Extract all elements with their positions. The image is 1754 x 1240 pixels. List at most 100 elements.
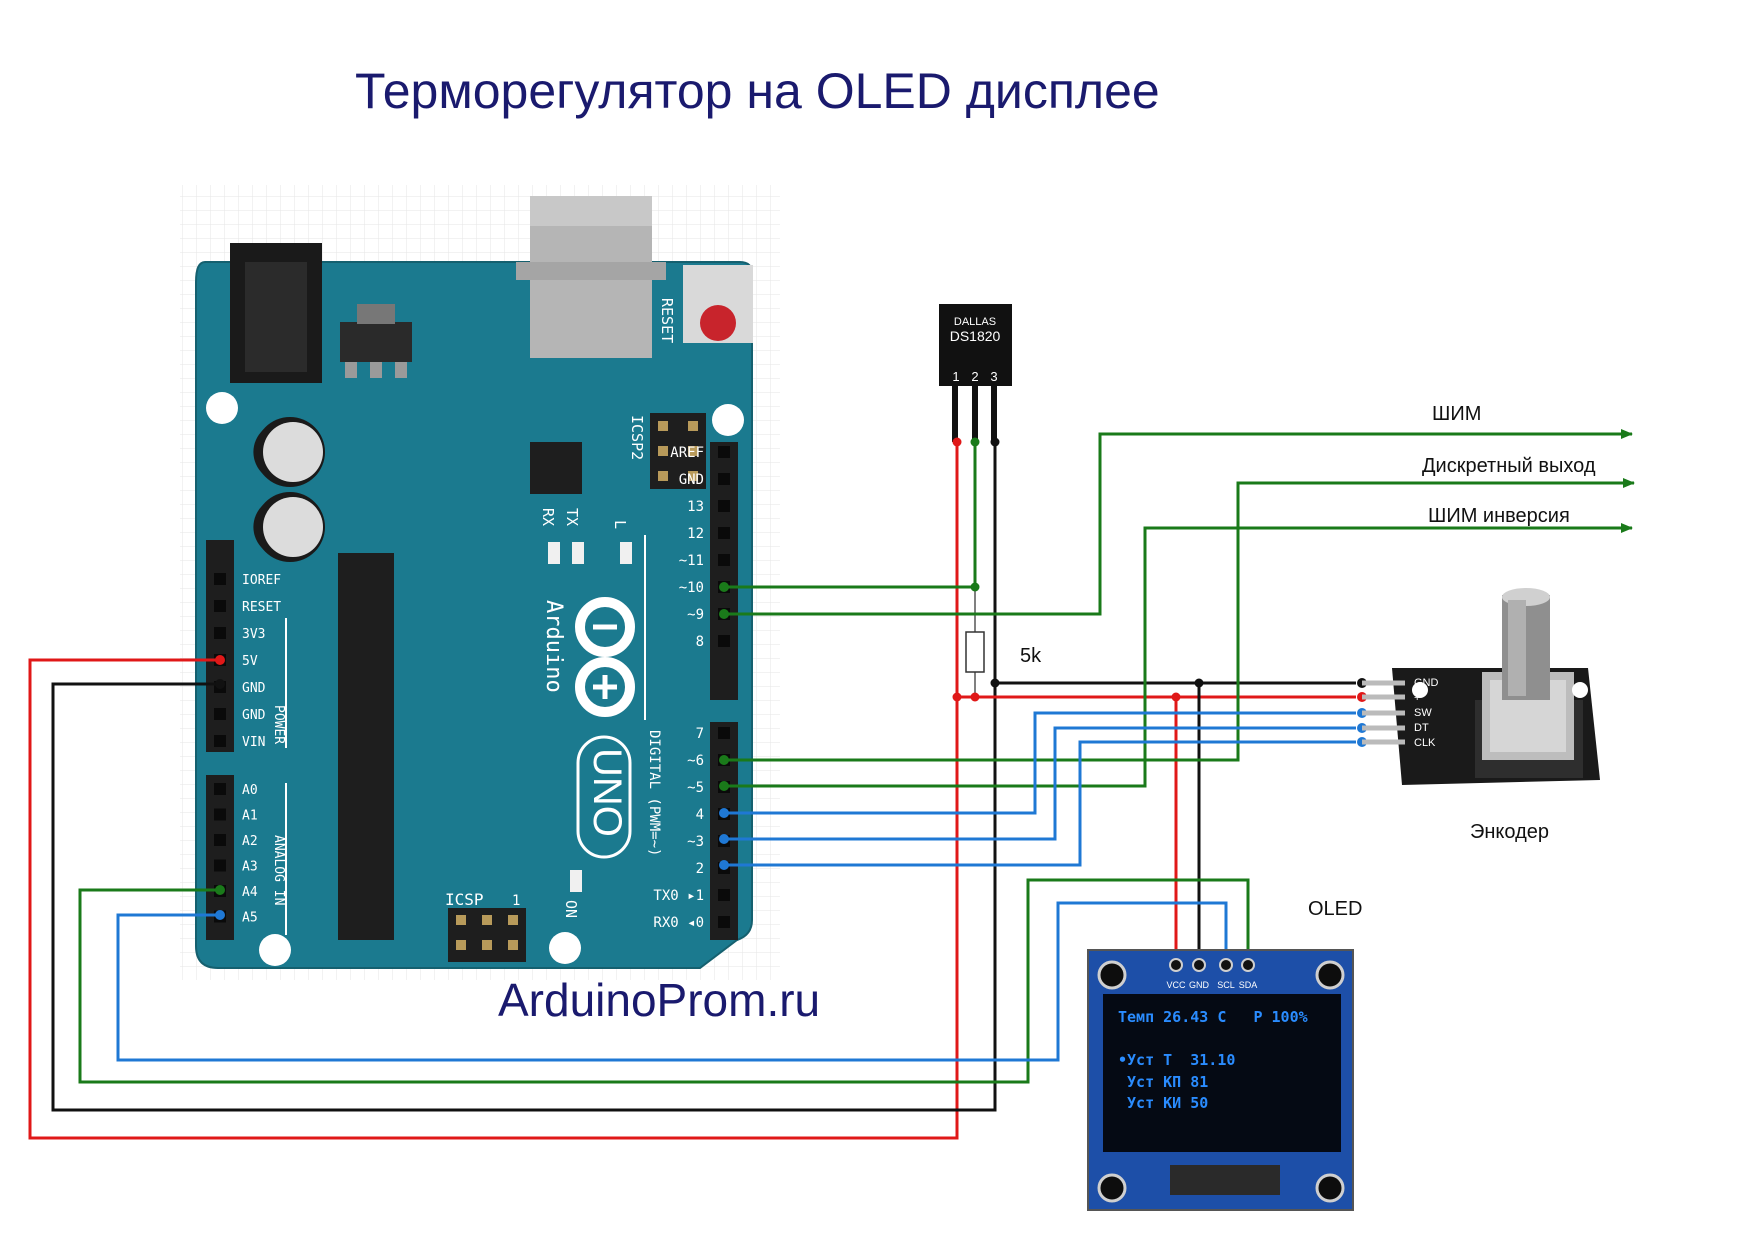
- wire-discrete-output: [724, 478, 1635, 762]
- pwm-output-label: ШИМ: [1432, 403, 1481, 425]
- header-pin: [214, 859, 226, 872]
- digital-pin-label: ~9: [687, 607, 704, 623]
- wire-encoder-dt: [724, 726, 1356, 841]
- header-pin: [718, 916, 730, 928]
- analog-pin-label: A5: [242, 911, 258, 926]
- digital-pin-label: 8: [696, 634, 704, 650]
- power-header: [206, 540, 234, 752]
- header-pin: [214, 627, 226, 639]
- sensor-pin: [991, 386, 997, 442]
- site-footer: ArduinoProm.ru: [498, 974, 820, 1026]
- digital-pin-label: AREF: [670, 445, 704, 461]
- header-pin: [718, 554, 730, 566]
- tx-label: TX: [563, 508, 581, 526]
- sensor-pin: [972, 386, 978, 442]
- analog-pin-label: A1: [242, 809, 258, 824]
- oled-screen-line: Уст КП 81: [1118, 1073, 1208, 1091]
- digital-pin-label: GND: [679, 472, 704, 488]
- analog-pin-label: A2: [242, 834, 258, 849]
- digital-pin-label: ~11: [679, 553, 704, 569]
- resistor-label: 5k: [1020, 645, 1042, 667]
- uno-badge: [576, 735, 632, 859]
- uno-label: UNO: [585, 748, 629, 837]
- reset-label: RESET: [658, 298, 676, 343]
- analog-section-label: ANALOG IN: [271, 835, 286, 905]
- digital-pin-label: ~10: [679, 580, 704, 596]
- header-pin: [214, 708, 226, 720]
- oled-pin: [1241, 958, 1255, 972]
- voltage-regulator: [340, 322, 412, 362]
- digital-pin-label: RX0 ◂0: [653, 915, 704, 931]
- header-pin: [718, 727, 730, 739]
- wire-oled-sda: [78, 878, 1250, 1084]
- digital-pin-label: 12: [687, 526, 704, 542]
- power-pin-label: VIN: [242, 735, 265, 750]
- on-label: ON: [562, 900, 580, 918]
- atmega-chip: [338, 553, 394, 940]
- header-pin: [718, 889, 730, 901]
- power-pin-label: RESET: [242, 600, 281, 615]
- oled-pin-label: SCL: [1217, 980, 1235, 990]
- oled-pin-label: VCC: [1166, 980, 1186, 990]
- power-section-label: POWER: [271, 705, 286, 744]
- tx-led: [572, 542, 584, 564]
- encoder-pin-label: SW: [1414, 707, 1432, 719]
- l-label: L: [611, 520, 629, 529]
- power-pin-label: GND: [242, 681, 266, 696]
- wires: [28, 429, 1635, 1140]
- digital-pin-label: 2: [696, 861, 704, 877]
- digital-pin-label: ~5: [687, 780, 704, 796]
- digital-pin-label: 4: [696, 807, 704, 823]
- encoder-pin-label: GND: [1414, 677, 1439, 689]
- oled-screen-line: Темп 26.43 С Р 100%: [1118, 1008, 1308, 1026]
- capacitor: [253, 417, 325, 487]
- power-pin-label: 3V3: [242, 627, 265, 642]
- usb-chip: [530, 442, 582, 494]
- header-pin: [214, 573, 226, 585]
- sensor-pin-label: 1: [952, 369, 959, 384]
- digital-pin-label: 7: [696, 726, 704, 742]
- icsp2-label: ICSP2: [628, 415, 646, 460]
- header-pin: [214, 808, 226, 821]
- arduino-infinity-logo: [575, 597, 635, 717]
- encoder-pin-label: CLK: [1414, 737, 1436, 749]
- pwm-inverse-output-label: ШИМ инверсия: [1428, 505, 1570, 527]
- wire-5v: [28, 442, 959, 1140]
- icsp-label: ICSP: [445, 890, 484, 909]
- oled-screen-line: •Уст Т 31.10: [1118, 1051, 1235, 1069]
- header-pin: [214, 735, 226, 747]
- wire-encoder-sw: [724, 711, 1356, 815]
- power-pin-label: 5V: [242, 654, 258, 669]
- oled-pin: [1169, 958, 1183, 972]
- digital-pin-label: 13: [687, 499, 704, 515]
- wire-pwm-inverse-output: [724, 523, 1633, 788]
- encoder-pin-label: +: [1414, 692, 1420, 704]
- sensor-pin-label: 3: [990, 369, 997, 384]
- digital-pin-label: ~6: [687, 753, 704, 769]
- mounting-hole: [206, 392, 238, 424]
- encoder-pin-label: DT: [1414, 722, 1429, 734]
- encoder-label: Энкодер: [1470, 821, 1549, 843]
- wire-encoder-clk: [724, 740, 1356, 867]
- l-led: [620, 542, 632, 564]
- header-pin: [214, 783, 226, 795]
- oled-screen-line: Уст КИ 50: [1118, 1094, 1208, 1112]
- discrete-output-label: Дискретный выход: [1422, 455, 1596, 477]
- header-pin: [718, 446, 730, 458]
- ds1820-sensor: DALLAS DS1820 1 2 3: [939, 304, 1012, 442]
- sensor-pin: [952, 386, 958, 442]
- oled-screen: [1103, 994, 1341, 1152]
- wire-oled-scl: [116, 901, 1228, 1062]
- wire-gnd: [51, 442, 997, 1112]
- oled-label: OLED: [1308, 898, 1362, 920]
- analog-pin-label: A4: [242, 885, 258, 900]
- capacitor: [253, 492, 325, 562]
- resistor-5k: [965, 631, 985, 673]
- oled-pin: [1192, 958, 1206, 972]
- page-title: Терморегулятор на OLED дисплее: [355, 63, 1160, 119]
- header-pin: [718, 500, 730, 512]
- oled-pin-label: SDA: [1239, 980, 1258, 990]
- mounting-hole: [712, 404, 744, 436]
